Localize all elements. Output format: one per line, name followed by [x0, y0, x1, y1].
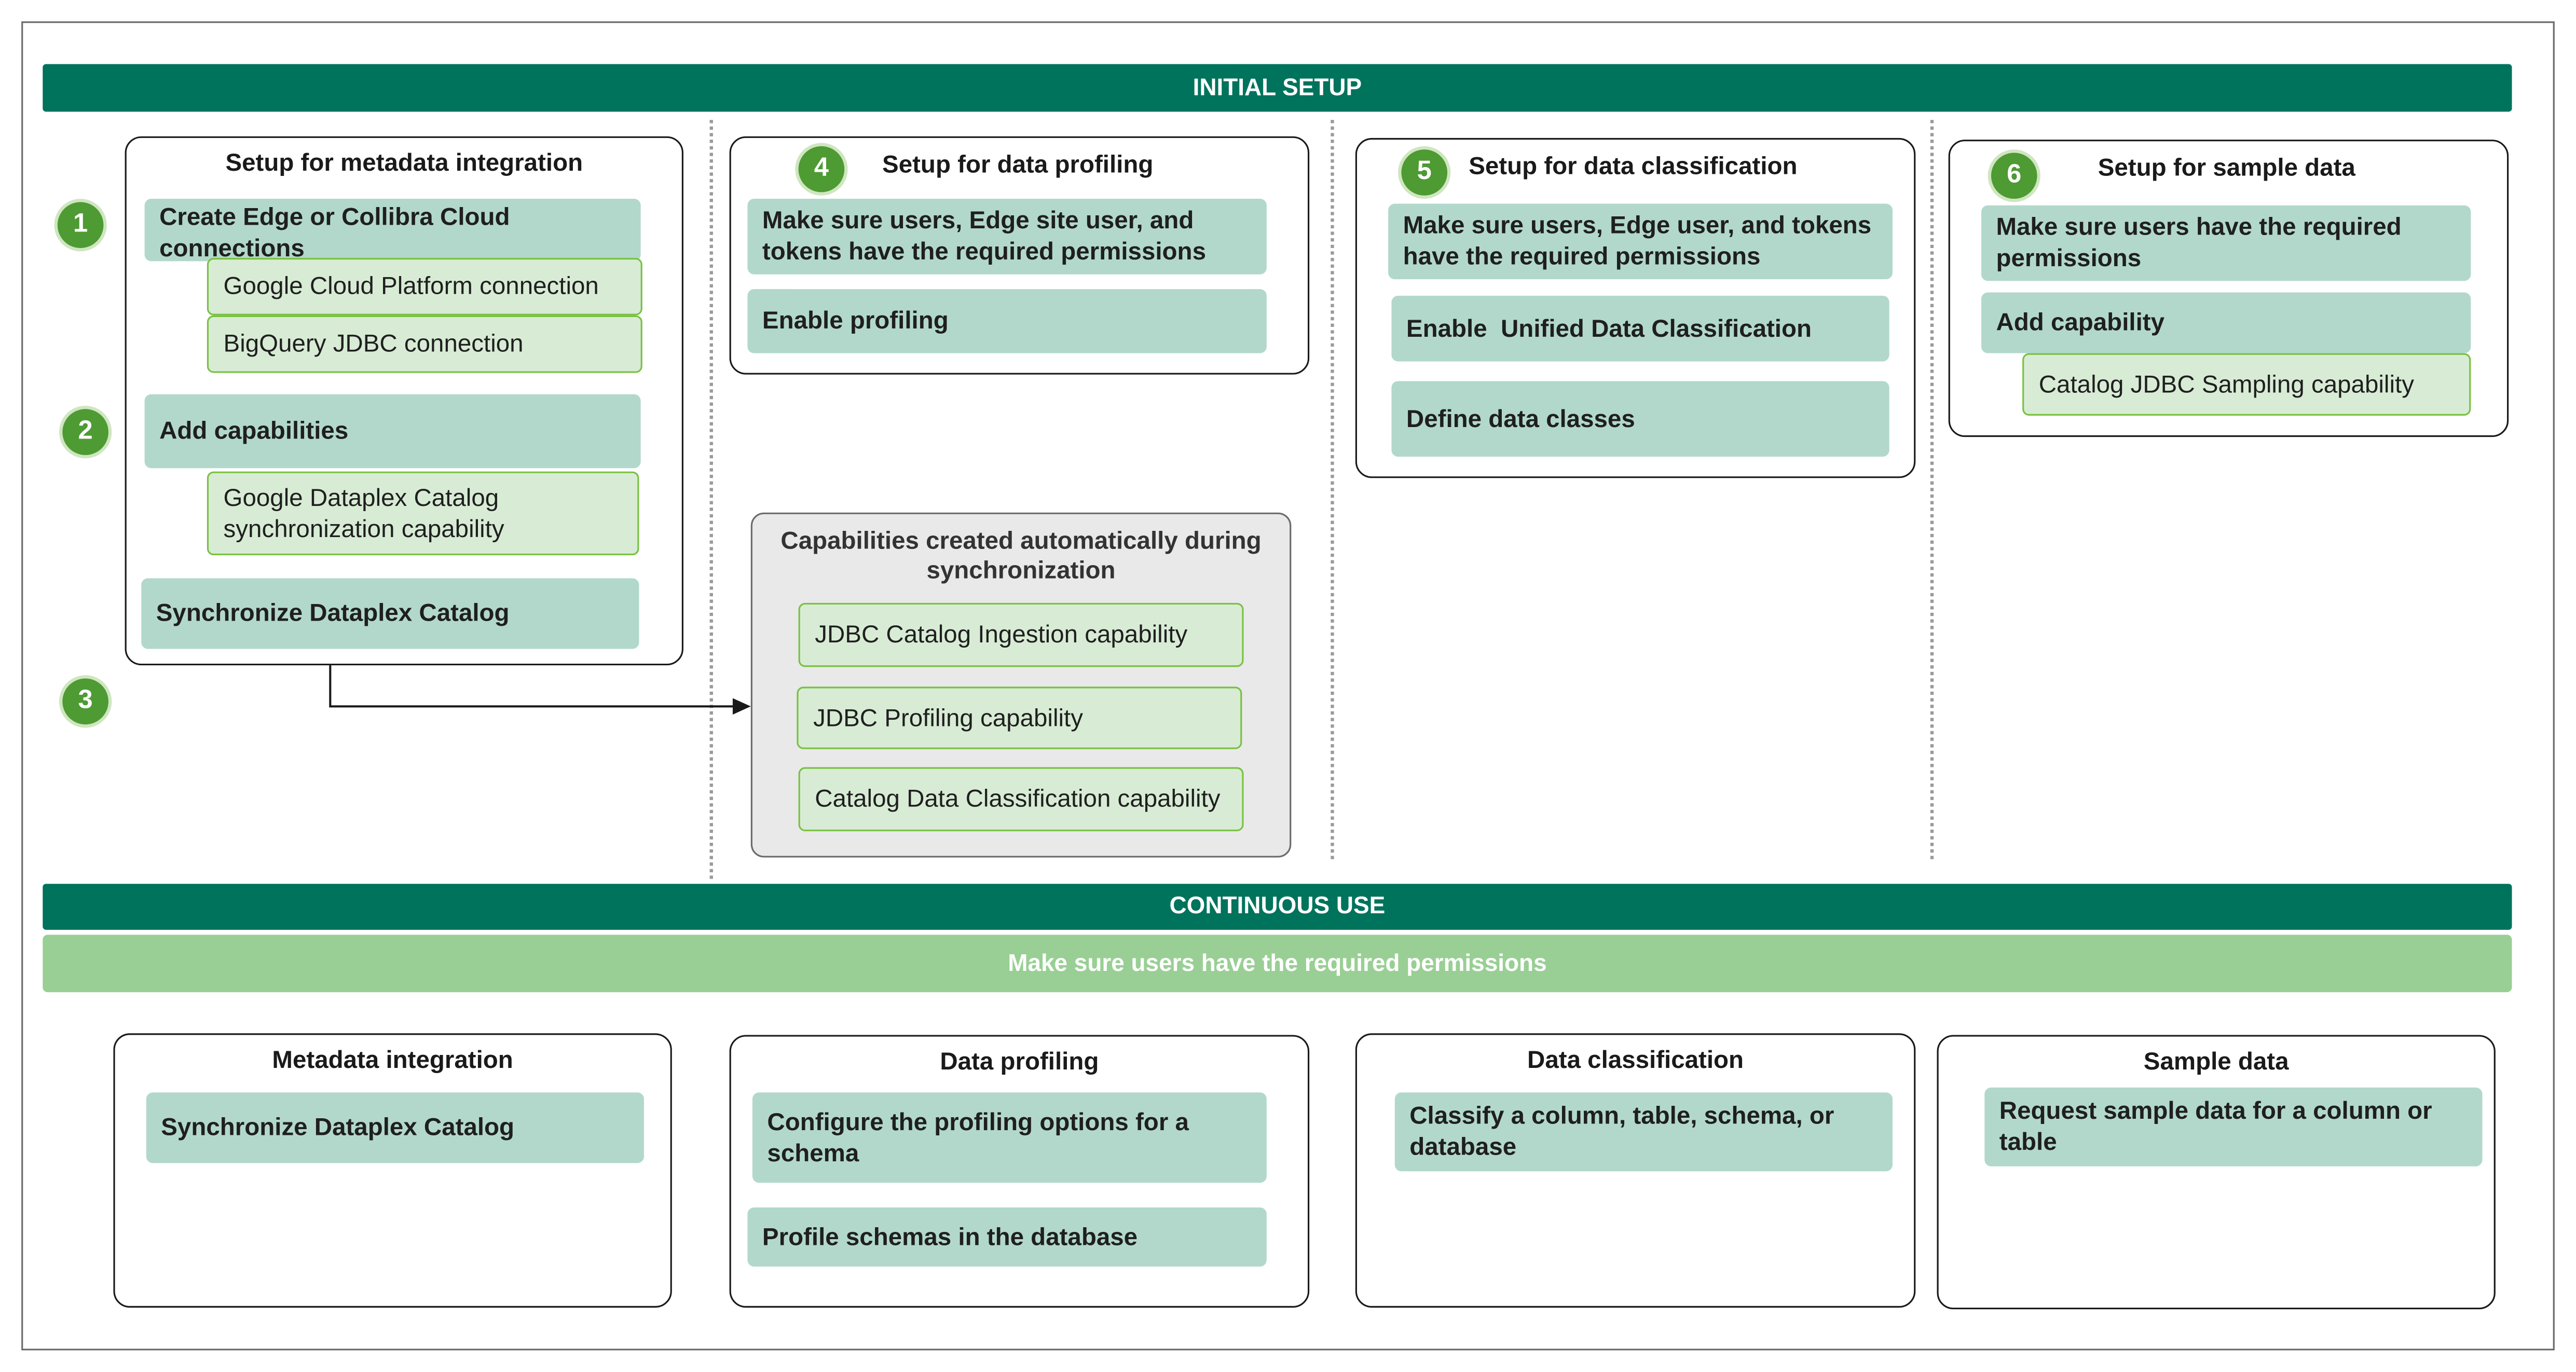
gcp-connection-subtask: Google Cloud Platform connection	[207, 258, 642, 315]
permissions-banner-label: Make sure users have the required permis…	[1008, 950, 1547, 977]
data-classification-setup-title: Setup for data classification	[1469, 153, 1798, 181]
classify-task: Classify a column, table, schema, or dat…	[1394, 1092, 1893, 1172]
sampling-capability-label: Catalog JDBC Sampling capability	[2038, 370, 2414, 399]
classification-permissions-task: Make sure users, Edge user, and tokens h…	[1388, 203, 1893, 280]
profile-schemas-task: Profile schemas in the database	[747, 1207, 1267, 1267]
data-profiling-setup-title: Setup for data profiling	[882, 151, 1154, 180]
data-classification-title: Data classification	[1527, 1046, 1744, 1075]
profiling-permissions-task: Make sure users, Edge site user, and tok…	[747, 199, 1267, 275]
sample-permissions-task: Make sure users have the required permis…	[1981, 205, 2471, 281]
request-sample-task: Request sample data for a column or tabl…	[1984, 1087, 2483, 1167]
bigquery-connection-subtask: BigQuery JDBC connection	[207, 315, 642, 373]
bigquery-connection-label: BigQuery JDBC connection	[223, 330, 524, 359]
metadata-integration-setup-title: Setup for metadata integration	[225, 149, 583, 177]
initial-setup-banner-label: INITIAL SETUP	[1193, 75, 1362, 101]
add-capability-task: Add capability	[1981, 292, 2471, 353]
step-6-badge: 6	[1991, 153, 2037, 199]
dataplex-capability-subtask: Google Dataplex Catalog synchronization …	[207, 471, 639, 556]
create-connections-task: Create Edge or Collibra Cloud connection…	[144, 199, 641, 262]
enable-classification-label: Enable Unified Data Classification	[1406, 314, 1812, 343]
request-sample-label: Request sample data for a column or tabl…	[1999, 1097, 2432, 1157]
column-separator-2	[1331, 120, 1334, 859]
create-connections-label: Create Edge or Collibra Cloud connection…	[159, 203, 510, 262]
add-capability-label: Add capability	[1996, 309, 2165, 337]
column-separator-3	[1930, 120, 1934, 859]
jdbc-profiling-capability-label: JDBC Profiling capability	[813, 704, 1084, 732]
step-6-number: 6	[2007, 161, 2022, 189]
jdbc-ingestion-capability-label: JDBC Catalog Ingestion capability	[815, 621, 1188, 649]
step-4-badge: 4	[798, 146, 845, 193]
step-3-badge: 3	[62, 678, 108, 725]
sample-data-title: Sample data	[2143, 1048, 2289, 1076]
diagram-frame	[21, 21, 2555, 1351]
continuous-use-banner: CONTINUOUS USE	[43, 884, 2512, 930]
continuous-synchronize-task: Synchronize Dataplex Catalog	[146, 1092, 644, 1163]
gcp-connection-label: Google Cloud Platform connection	[223, 272, 599, 301]
sampling-capability-subtask: Catalog JDBC Sampling capability	[2022, 353, 2471, 416]
step-4-number: 4	[814, 154, 829, 183]
profile-schemas-label: Profile schemas in the database	[762, 1223, 1138, 1251]
step-2-number: 2	[78, 417, 93, 445]
synchronize-catalog-task: Synchronize Dataplex Catalog	[141, 578, 639, 649]
configure-profiling-label: Configure the profiling options for a sc…	[767, 1108, 1189, 1168]
configure-profiling-task: Configure the profiling options for a sc…	[752, 1092, 1267, 1183]
dataplex-capability-label: Google Dataplex Catalog synchronization …	[223, 484, 504, 543]
auto-capability-item: Catalog Data Classification capability	[798, 767, 1244, 831]
enable-profiling-task: Enable profiling	[747, 289, 1267, 353]
auto-capability-item: JDBC Profiling capability	[797, 687, 1242, 749]
classify-label: Classify a column, table, schema, or dat…	[1409, 1102, 1834, 1162]
auto-capability-item: JDBC Catalog Ingestion capability	[798, 602, 1244, 667]
permissions-banner: Make sure users have the required permis…	[43, 935, 2512, 993]
step-1-number: 1	[73, 210, 88, 239]
add-capabilities-task: Add capabilities	[144, 394, 641, 469]
step-5-badge: 5	[1401, 149, 1448, 196]
column-separator-1	[709, 120, 713, 879]
continuous-use-banner-label: CONTINUOUS USE	[1169, 894, 1386, 920]
step-3-number: 3	[78, 687, 93, 715]
step-1-badge: 1	[57, 202, 104, 249]
data-profiling-title: Data profiling	[940, 1048, 1099, 1076]
sample-data-setup-title: Setup for sample data	[2098, 154, 2355, 183]
enable-profiling-label: Enable profiling	[762, 307, 949, 335]
classification-capability-label: Catalog Data Classification capability	[815, 785, 1221, 814]
classification-permissions-label: Make sure users, Edge user, and tokens h…	[1403, 212, 1872, 271]
arrow-head-icon	[732, 698, 751, 715]
step-5-number: 5	[1417, 157, 1432, 186]
initial-setup-banner: INITIAL SETUP	[43, 64, 2512, 112]
define-data-classes-task: Define data classes	[1391, 381, 1889, 457]
add-capabilities-label: Add capabilities	[159, 417, 349, 445]
sample-data-card	[1937, 1035, 2496, 1310]
metadata-integration-title: Metadata integration	[272, 1046, 513, 1075]
continuous-synchronize-label: Synchronize Dataplex Catalog	[161, 1114, 515, 1142]
enable-classification-task: Enable Unified Data Classification	[1391, 295, 1889, 362]
step-2-badge: 2	[62, 409, 108, 455]
metadata-integration-card	[113, 1033, 672, 1308]
define-data-classes-label: Define data classes	[1406, 405, 1635, 433]
sync-connector-line	[329, 665, 735, 708]
profiling-permissions-label: Make sure users, Edge site user, and tok…	[762, 207, 1206, 266]
sample-permissions-label: Make sure users have the required permis…	[1996, 213, 2402, 273]
auto-capabilities-title: Capabilities created automatically durin…	[780, 527, 1262, 585]
synchronize-catalog-label: Synchronize Dataplex Catalog	[156, 599, 510, 628]
